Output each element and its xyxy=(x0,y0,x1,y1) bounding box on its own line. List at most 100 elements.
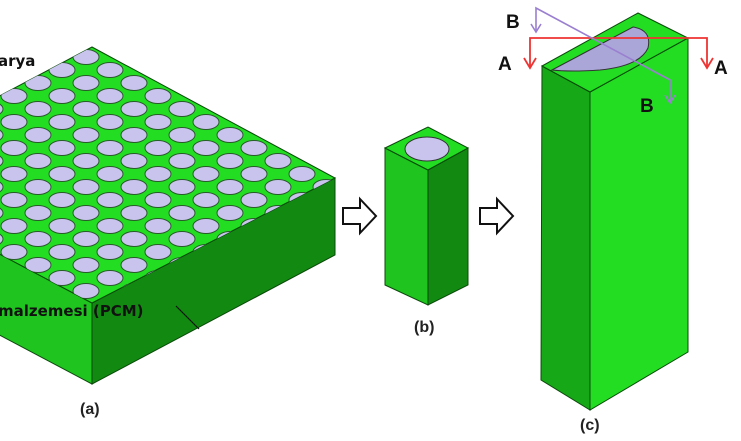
pcm-hole xyxy=(120,75,148,91)
pcm-hole xyxy=(240,114,268,130)
pcm-hole xyxy=(361,128,387,143)
pcm-hole xyxy=(168,153,196,169)
pcm-hole xyxy=(0,127,4,143)
pcm-hole xyxy=(0,244,28,260)
pcm-hole xyxy=(24,205,52,221)
pcm-hole xyxy=(96,244,124,260)
pcm-hole xyxy=(72,127,100,143)
pcm-hole xyxy=(120,127,148,143)
pcm-hole xyxy=(72,231,100,247)
pcm-hole xyxy=(120,205,148,221)
pcm-hole xyxy=(288,62,316,78)
pcm-hole xyxy=(264,75,292,91)
pcm-hole xyxy=(24,101,52,117)
pcm-hole xyxy=(313,310,339,325)
pcm-hole xyxy=(120,101,148,117)
pcm-leader-line xyxy=(175,305,200,330)
label-top-left: arya xyxy=(0,52,35,70)
pcm-hole xyxy=(168,49,196,65)
label-b: (b) xyxy=(414,319,434,336)
pcm-hole xyxy=(264,127,292,143)
pcm-hole xyxy=(192,114,220,130)
pcm-hole xyxy=(0,140,28,156)
pcm-hole xyxy=(288,296,316,303)
pcm-hole xyxy=(361,284,387,299)
hollow-arrow-icon xyxy=(342,196,378,236)
pcm-hole xyxy=(216,75,244,91)
pcm-hole xyxy=(337,167,363,182)
section-b-line xyxy=(530,6,676,105)
pcm-hole xyxy=(72,257,100,273)
pcm-hole xyxy=(168,127,196,143)
pcm-hole xyxy=(72,179,100,195)
pcm-hole xyxy=(240,166,268,182)
pcm-hole xyxy=(312,127,335,143)
pcm-hole xyxy=(361,50,387,65)
pcm-hole xyxy=(337,89,363,104)
pcm-hole xyxy=(96,192,124,208)
pcm-hole xyxy=(404,136,450,162)
pcm-hole xyxy=(192,62,220,78)
pcm-hole xyxy=(48,192,76,208)
hollow-arrow-icon xyxy=(479,196,515,236)
pcm-hole xyxy=(289,323,315,338)
pcm-hole xyxy=(288,166,316,182)
pcm-hole xyxy=(216,153,244,169)
pcm-hole xyxy=(72,75,100,91)
label-pcm: malzemesi (PCM) xyxy=(0,302,144,320)
pcm-hole xyxy=(96,140,124,156)
pcm-hole xyxy=(337,141,363,156)
pcm-hole xyxy=(24,179,52,195)
pcm-hole xyxy=(385,115,411,130)
pcm-hole xyxy=(24,75,52,91)
pcm-hole xyxy=(96,218,124,234)
pcm-hole xyxy=(144,88,172,104)
pcm-hole xyxy=(0,192,28,208)
pcm-hole xyxy=(240,62,268,78)
pcm-hole xyxy=(216,127,244,143)
pcm-hole xyxy=(24,153,52,169)
pcm-hole xyxy=(168,231,196,247)
pcm-hole xyxy=(216,101,244,117)
pcm-hole xyxy=(168,205,196,221)
pcm-hole xyxy=(168,101,196,117)
pcm-hole xyxy=(120,257,148,273)
pcm-hole xyxy=(0,114,28,130)
pcm-hole xyxy=(0,179,4,195)
pcm-hole xyxy=(312,101,335,117)
pcm-hole xyxy=(337,271,363,286)
pcm-hole xyxy=(337,115,363,130)
pcm-hole xyxy=(361,76,387,91)
pcm-hole xyxy=(0,75,4,91)
pcm-hole xyxy=(0,153,4,169)
pcm-hole xyxy=(192,192,220,208)
pcm-hole xyxy=(264,101,292,117)
pcm-hole xyxy=(168,179,196,195)
unit-cell-b xyxy=(383,126,470,306)
pcm-hole xyxy=(216,179,244,195)
section-a-line xyxy=(523,37,714,70)
pcm-hole xyxy=(144,218,172,234)
pcm-hole xyxy=(144,166,172,182)
pcm-hole xyxy=(312,49,335,65)
pcm-hole xyxy=(385,297,411,312)
pcm-hole xyxy=(0,88,28,104)
pcm-hole xyxy=(48,140,76,156)
label-section-a-left: A xyxy=(498,54,512,75)
half-cell-c xyxy=(540,12,690,411)
pcm-hole xyxy=(0,231,4,247)
pcm-hole xyxy=(48,270,76,286)
pcm-hole xyxy=(361,310,387,325)
pcm-hole xyxy=(120,153,148,169)
pcm-hole xyxy=(48,166,76,182)
pcm-hole xyxy=(312,75,335,91)
pcm-hole xyxy=(240,140,268,156)
pcm-hole xyxy=(48,114,76,130)
pcm-hole xyxy=(385,89,411,104)
pcm-hole xyxy=(361,154,387,169)
pcm-hole xyxy=(385,63,411,78)
pcm-hole xyxy=(264,153,292,169)
label-section-b-top: B xyxy=(506,12,520,33)
pcm-hole xyxy=(48,218,76,234)
